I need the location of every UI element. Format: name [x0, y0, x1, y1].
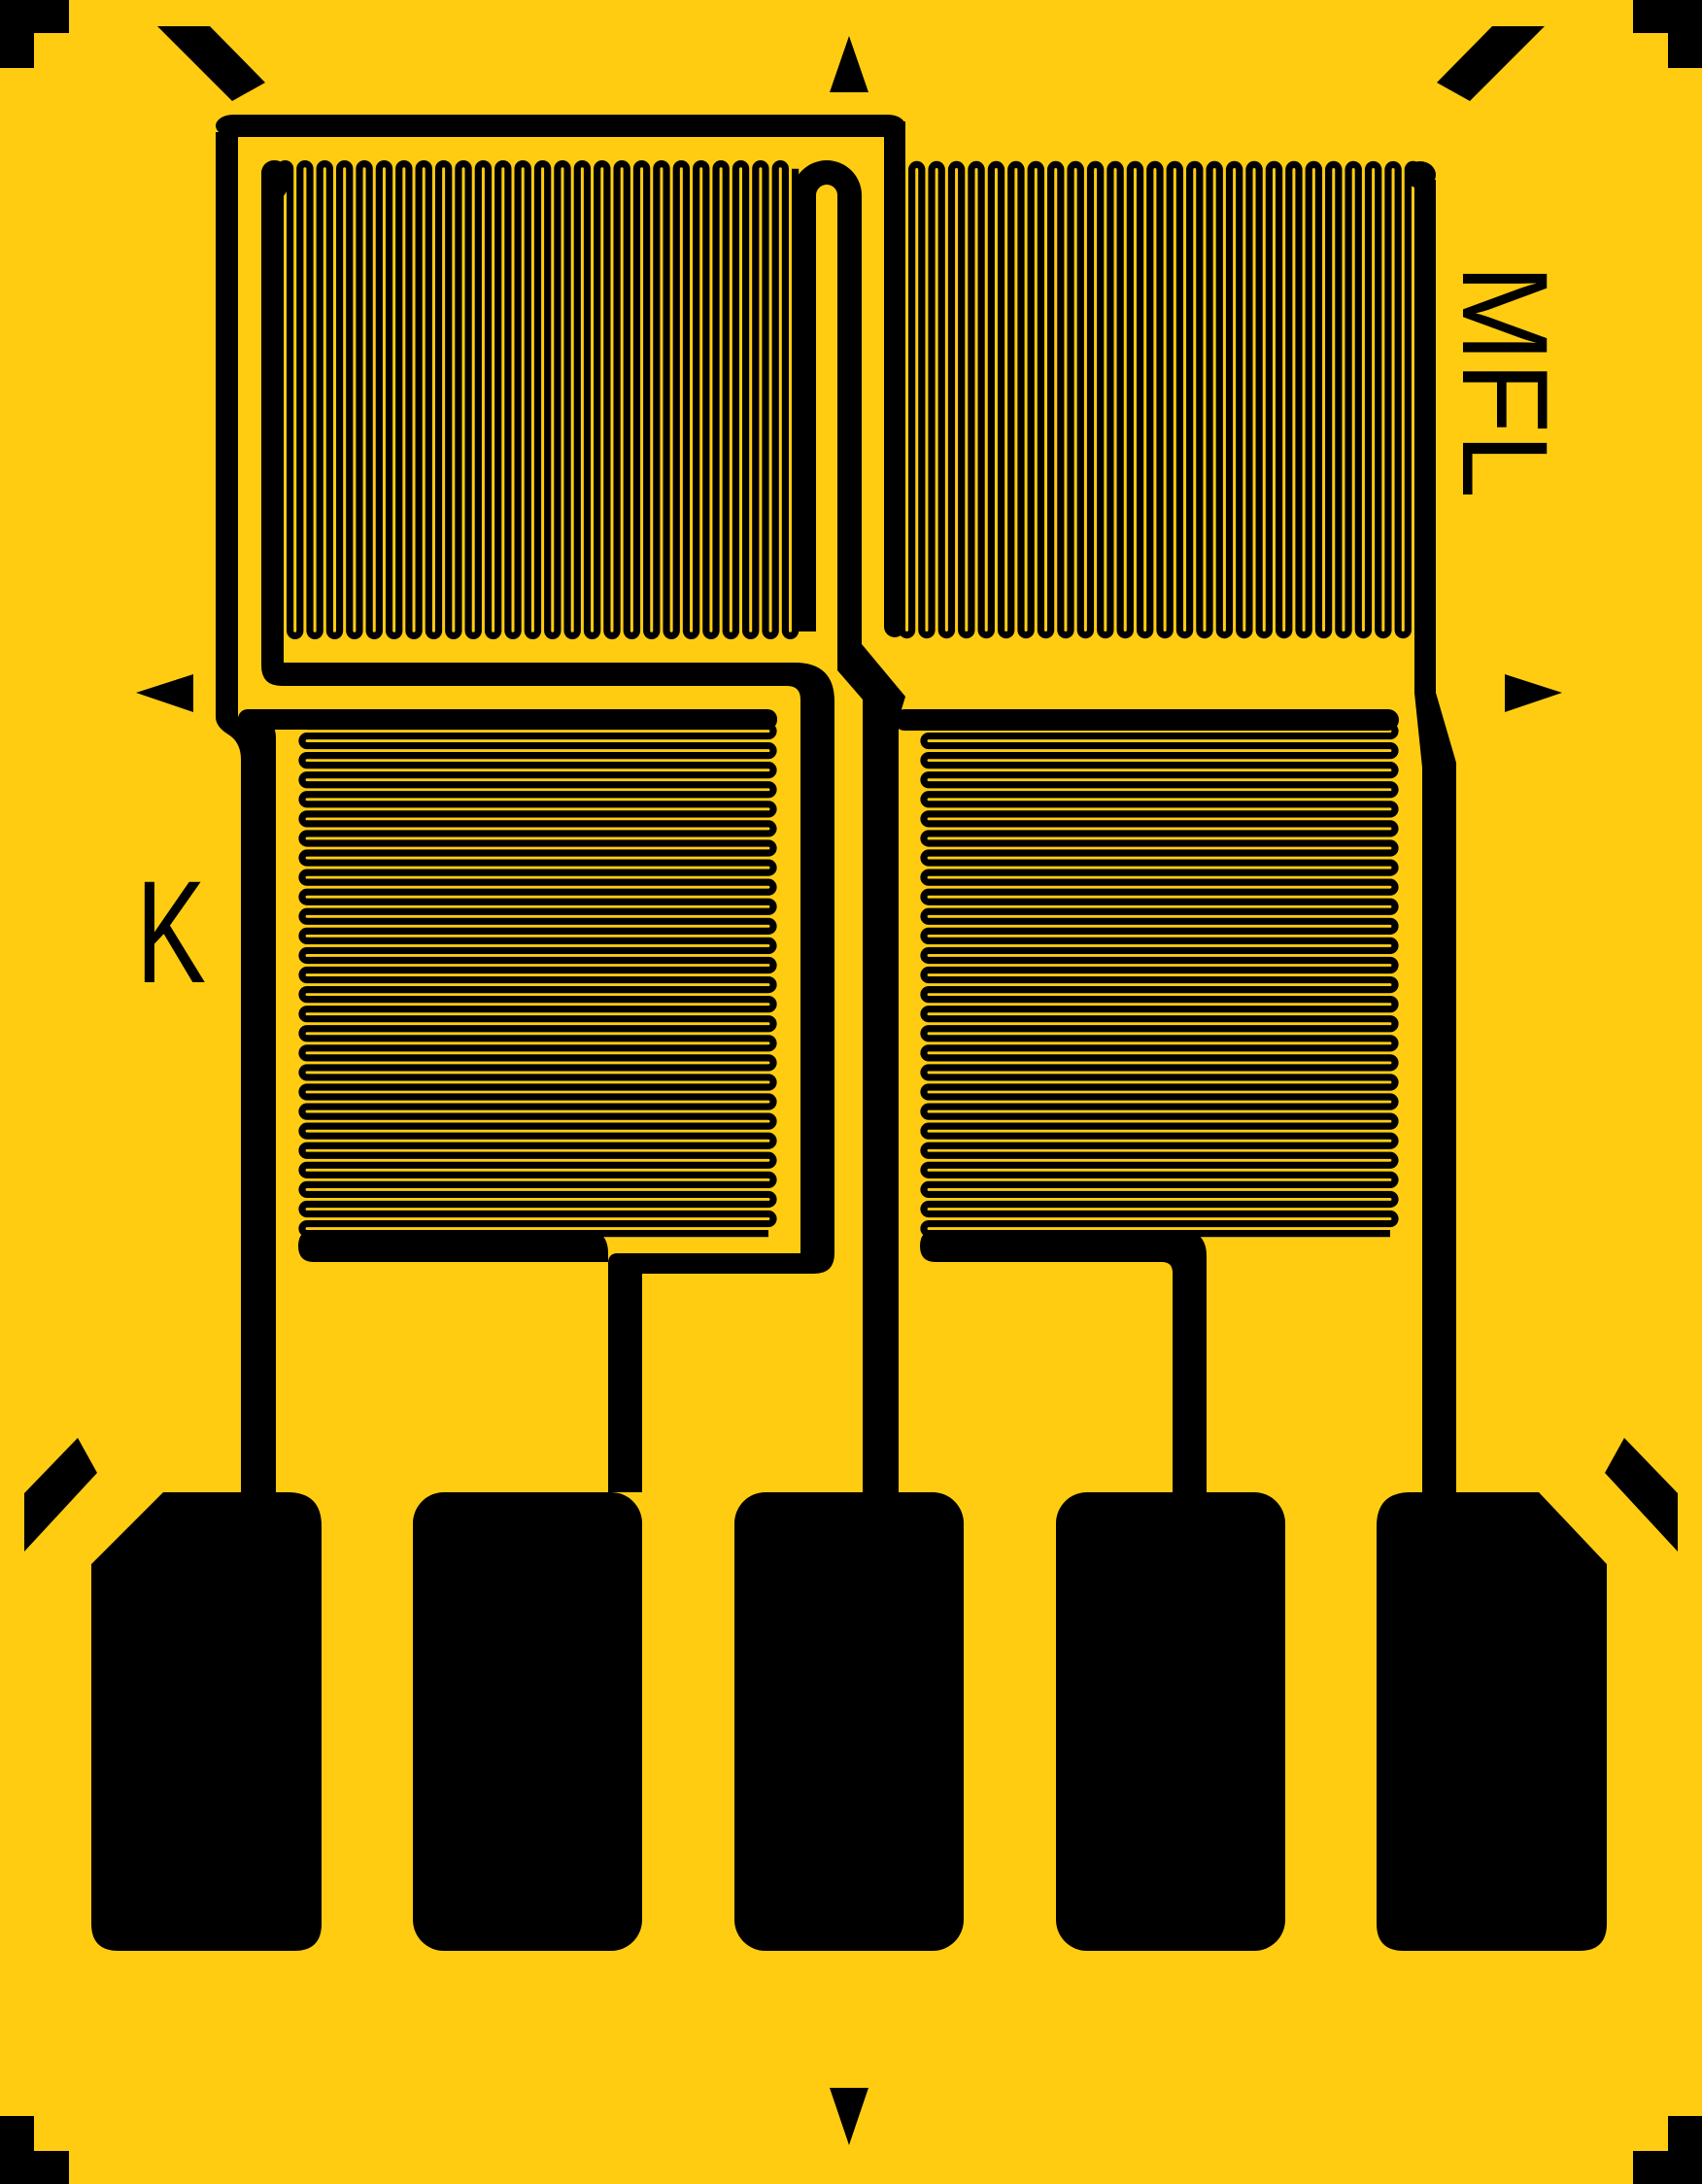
diagonal-mark-bottom-right	[1605, 1438, 1678, 1552]
solder-pad-5[interactable]	[1377, 1492, 1607, 1951]
corner-mark-top-right	[1633, 0, 1702, 68]
triangle-mark-top	[830, 36, 868, 92]
solder-pad-3[interactable]	[734, 1492, 964, 1951]
rh-bottom-bar	[920, 1230, 1207, 1492]
lh-bottom-bar	[298, 1230, 608, 1262]
grids	[276, 160, 1422, 1238]
diagonal-marks	[24, 26, 1678, 1552]
right-vertical-grid	[898, 160, 1422, 639]
solder-pads	[91, 1492, 1607, 1951]
solder-pad-4[interactable]	[1056, 1492, 1285, 1951]
outer-loop-left-trace	[216, 132, 276, 1492]
outer-loop-right-side	[884, 121, 905, 607]
diagonal-mark-top-right	[1437, 26, 1545, 101]
diagonal-mark-top-left	[157, 26, 265, 101]
corner-mark-bottom-left	[0, 2116, 69, 2184]
traces	[216, 115, 1456, 1492]
triangle-mark-right	[1505, 674, 1562, 712]
solder-pad-1[interactable]	[91, 1492, 322, 1951]
triangle-mark-left	[136, 674, 193, 712]
triangle-mark-bottom	[830, 2088, 868, 2145]
left-vertical-grid	[276, 160, 800, 639]
centre-trace	[837, 622, 905, 1492]
right-trace	[1414, 180, 1456, 1492]
diagonal-mark-bottom-left	[24, 1438, 97, 1552]
label-mfl: MFL	[1437, 264, 1572, 498]
lh-top-bar	[238, 709, 777, 730]
corner-mark-top-left	[0, 0, 69, 68]
rh-top-bar	[894, 709, 1399, 731]
solder-pad-2[interactable]	[413, 1492, 642, 1951]
left-horizontal-grid	[298, 722, 777, 1238]
lv-inner-u	[792, 160, 862, 641]
outer-loop-top	[216, 115, 905, 137]
corner-mark-bottom-right	[1633, 2116, 1702, 2184]
centre-marks	[136, 36, 1562, 2145]
outer-loop-right-bottom	[884, 583, 905, 637]
label-k: K	[136, 850, 206, 1013]
right-horizontal-grid	[920, 722, 1399, 1238]
